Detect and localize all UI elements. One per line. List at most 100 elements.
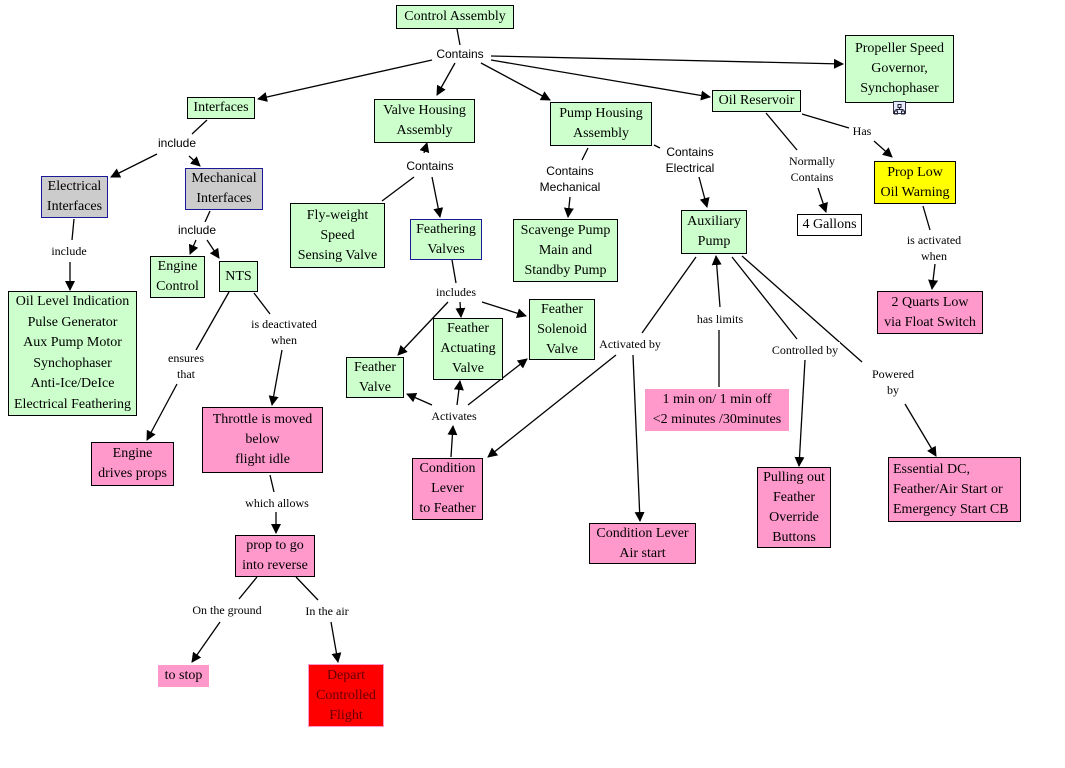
link-label-which-allows: which allows [243, 495, 311, 511]
link-line [71, 218, 75, 241]
node-prop-low-oil-warning[interactable]: Prop Low Oil Warning [874, 161, 956, 204]
link-line [330, 621, 342, 663]
node-engine-drives-props[interactable]: Engine drives props [91, 442, 174, 486]
link-line [146, 383, 178, 441]
link-line [268, 349, 283, 406]
link-line [711, 255, 722, 308]
link-line [698, 176, 710, 208]
link-line [490, 55, 844, 69]
node-depart-controlled-flight[interactable]: Depart Controlled Flight [308, 664, 384, 727]
link-line [817, 187, 828, 213]
link-line [188, 155, 201, 167]
link-line [188, 239, 199, 255]
node-condition-lever-to-feather[interactable]: Condition Lever to Feather [412, 458, 483, 520]
link-label-includes: includes [434, 284, 478, 300]
node-two-quarts-low[interactable]: 2 Quarts Low via Float Switch [877, 291, 983, 334]
link-line [191, 621, 221, 663]
node-throttle-below-flight-idle[interactable]: Throttle is moved below flight idle [202, 407, 323, 473]
sub-map-icon[interactable] [893, 101, 906, 115]
link-line [257, 59, 433, 102]
link-label-contains-mechanical: Contains Mechanical [537, 163, 603, 195]
node-feathering-valves[interactable]: Feathering Valves [410, 219, 482, 260]
node-scavenge-pump[interactable]: Scavenge Pump Main and Standby Pump [513, 219, 618, 282]
link-line [455, 301, 466, 318]
link-label-include: include [155, 135, 199, 151]
link-line [928, 263, 939, 290]
link-line [581, 147, 589, 161]
link-line [641, 256, 697, 334]
node-flyweight-speed-sensing-valve[interactable]: Fly-weight Speed Sensing Valve [290, 203, 385, 268]
link-line [765, 112, 798, 151]
node-electrical-interfaces[interactable]: Electrical Interfaces [41, 176, 108, 218]
link-line [873, 140, 893, 158]
link-line [419, 142, 430, 154]
link-line [381, 176, 415, 202]
node-electrical-interface-list[interactable]: Oil Level Indication Pulse Generator Aux… [8, 291, 137, 416]
link-label-activates: Activates [429, 408, 479, 424]
link-line [563, 196, 574, 218]
link-line [794, 359, 806, 467]
link-line [238, 576, 258, 600]
link-label-on-the-ground: On the ground [190, 602, 264, 618]
node-nts[interactable]: NTS [219, 261, 258, 292]
node-feather-override-buttons[interactable]: Pulling out Feather Override Buttons [757, 467, 831, 548]
link-label-has-limits: has limits [694, 311, 746, 327]
node-condition-lever-air-start[interactable]: Condition Lever Air start [589, 523, 696, 564]
link-line [295, 576, 319, 601]
link-label-in-the-air: In the air [303, 603, 351, 619]
link-line [481, 301, 527, 319]
link-label-contains: Contains [434, 46, 486, 62]
link-line [110, 153, 158, 178]
node-feather-solenoid-valve[interactable]: Feather Solenoid Valve [529, 299, 595, 360]
link-label-include: include [49, 243, 89, 259]
node-auxiliary-pump[interactable]: Auxiliary Pump [681, 210, 747, 254]
node-aux-pump-limits[interactable]: 1 min on/ 1 min off <2 minutes /30minute… [645, 389, 789, 431]
link-line [451, 259, 457, 284]
node-interfaces[interactable]: Interfaces [187, 97, 255, 119]
node-control-assembly[interactable]: Control Assembly [396, 5, 514, 29]
link-line [204, 210, 211, 223]
node-valve-housing-assembly[interactable]: Valve Housing Assembly [374, 99, 475, 143]
link-line [406, 393, 433, 406]
node-four-gallons[interactable]: 4 Gallons [797, 214, 862, 236]
link-label-controlled-by: Controlled by [769, 342, 841, 358]
link-line [487, 354, 617, 458]
node-prop-to-go-into-reverse[interactable]: prop to go into reverse [235, 535, 315, 577]
link-label-contains-electrical: Contains Electrical [663, 144, 717, 176]
link-label-ensures-that: ensures that [166, 350, 206, 382]
link-line [195, 291, 230, 351]
link-label-contains: Contains [404, 158, 456, 174]
node-essential-dc[interactable]: Essential DC, Feather/Air Start or Emerg… [888, 457, 1021, 522]
node-propeller-speed-governor[interactable]: Propeller Speed Governor, Synchophaser [845, 35, 954, 103]
node-feather-valve[interactable]: Feather Valve [346, 357, 404, 398]
node-oil-reservoir[interactable]: Oil Reservoir [712, 90, 801, 112]
link-line [904, 403, 937, 457]
link-line [456, 28, 461, 46]
link-line [206, 239, 220, 259]
node-engine-control[interactable]: Engine Control [150, 256, 205, 298]
node-feather-actuating-valve[interactable]: Feather Actuating Valve [433, 318, 503, 380]
link-line [447, 425, 458, 458]
link-line [480, 62, 551, 101]
link-line [653, 144, 661, 149]
link-label-has: Has [850, 123, 874, 139]
link-label-normally-contains: Normally Contains [787, 153, 837, 185]
link-line [191, 119, 208, 135]
link-line [436, 62, 456, 96]
link-line [801, 113, 850, 129]
link-line [453, 380, 464, 406]
link-label-is-activated-when: is activated when [904, 232, 964, 264]
node-to-stop[interactable]: to stop [158, 665, 209, 687]
link-label-powered-by: Powered by [870, 366, 916, 398]
link-line [490, 59, 711, 101]
link-line [431, 176, 444, 218]
link-label-activated-by: Activated by [597, 336, 663, 352]
node-pump-housing-assembly[interactable]: Pump Housing Assembly [550, 102, 652, 146]
link-line [632, 354, 645, 522]
link-label-include: include [175, 222, 219, 238]
node-mechanical-interfaces[interactable]: Mechanical Interfaces [185, 168, 263, 210]
link-line [253, 292, 271, 315]
link-line [269, 474, 275, 493]
link-line [922, 205, 931, 231]
